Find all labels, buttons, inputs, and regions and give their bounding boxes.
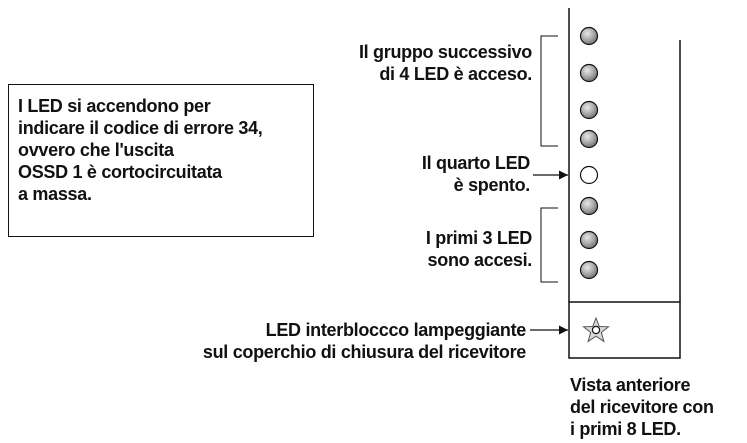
bracket-first-three — [540, 207, 558, 283]
led-on-indicator — [579, 26, 599, 46]
led-off-indicator — [579, 165, 599, 185]
led-on-indicator — [579, 196, 599, 216]
star-with-circle-icon — [582, 316, 610, 343]
led-on-indicator — [579, 260, 599, 280]
info-line: I LED si accendono per — [18, 96, 211, 116]
led-on-indicator — [579, 100, 599, 120]
arrow-right-icon — [533, 170, 568, 180]
end-cap — [568, 301, 681, 359]
info-line: ovvero che l'uscita — [18, 140, 174, 160]
caption-front-view: Vista anteriore del ricevitore con i pri… — [570, 375, 714, 439]
info-line: OSSD 1 è cortocircuitata — [18, 162, 222, 182]
led-on-indicator — [579, 129, 599, 149]
label-first-three: I primi 3 LED sono accesi. — [425, 228, 532, 270]
error-code-explanation-box: I LED si accendono per indicare il codic… — [8, 84, 314, 237]
led-on-indicator — [579, 63, 599, 83]
info-line: indicare il codice di errore 34, — [18, 118, 263, 138]
led-on-indicator — [579, 230, 599, 250]
arrow-right-icon — [530, 325, 568, 335]
label-fourth-led: Il quarto LED è spento. — [421, 153, 530, 195]
bracket-next-group — [540, 35, 558, 147]
label-interlock-led: LED interbloccco lampeggiante sul coperc… — [202, 320, 526, 362]
label-next-group: Il gruppo successivo di 4 LED è acceso. — [358, 42, 532, 84]
info-line: a massa. — [18, 184, 92, 204]
led-column — [579, 26, 599, 280]
